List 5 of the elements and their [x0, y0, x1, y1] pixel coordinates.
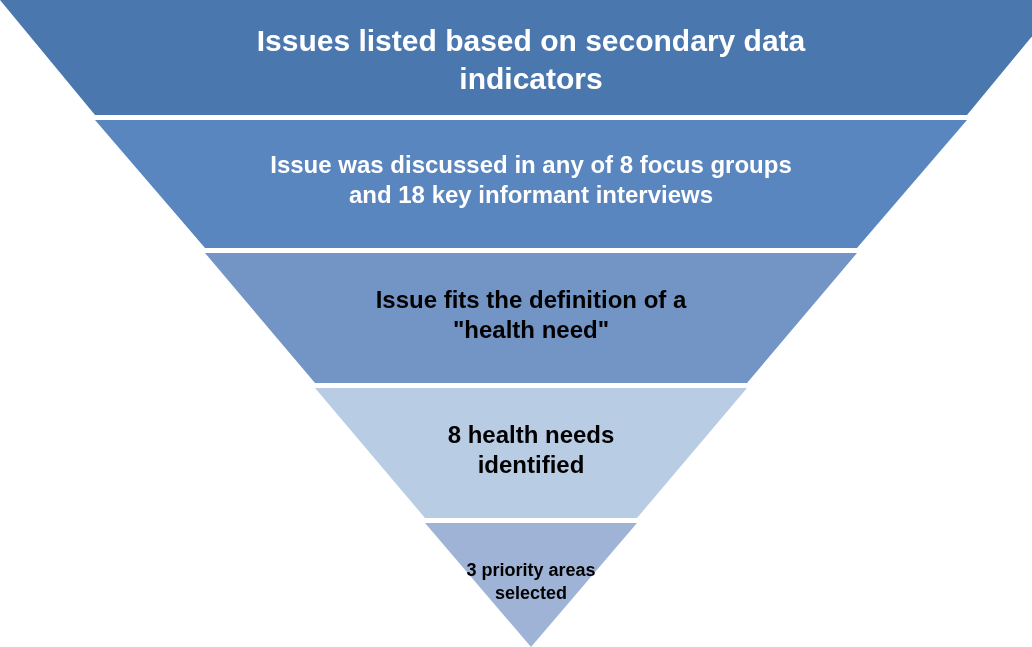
stage-label: Issue was discussed in any of 8 focus groups and 18 key informant interviews	[269, 150, 793, 210]
stage-label: Issue fits the definition of a "health need"	[374, 285, 688, 345]
stage-label: 8 health needs identified	[446, 420, 616, 480]
stage-label: 3 priority areas selected	[465, 559, 597, 604]
stage-label: Issues listed based on secondary data indicators	[255, 23, 807, 97]
